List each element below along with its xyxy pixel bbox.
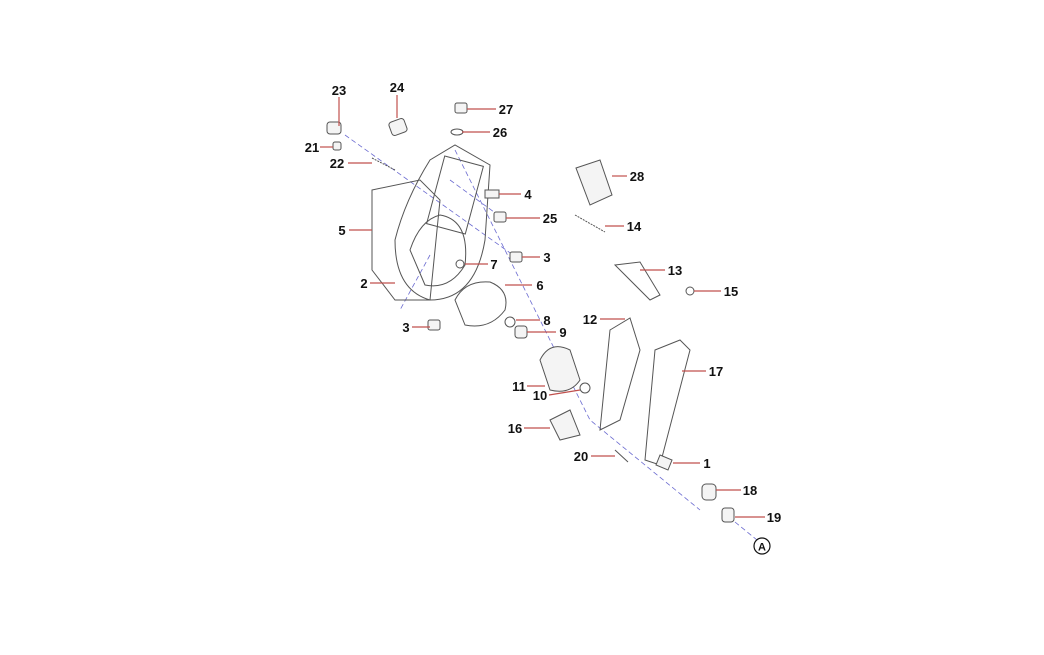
callout-26: 26 [493,125,507,140]
part-18 [701,483,717,501]
part-27 [454,102,468,114]
callout-labels: 23 24 27 26 21 22 28 4 25 14 5 3 7 13 2 … [305,80,781,525]
callout-21: 21 [305,140,319,155]
part-14 [574,214,606,233]
part-23 [326,121,342,135]
callout-28: 28 [630,169,644,184]
callout-19: 19 [767,510,781,525]
callout-11: 11 [512,379,526,394]
callout-24: 24 [390,80,405,95]
callout-23: 23 [332,83,346,98]
callout-7: 7 [490,257,497,272]
callout-16: 16 [508,421,522,436]
callout-12: 12 [583,312,597,327]
callout-14: 14 [627,219,642,234]
part-21 [332,141,342,151]
reference-marker-a: A [734,521,771,555]
part-3b [427,319,441,331]
part-1 [655,454,673,471]
part-4 [484,189,500,199]
part-24 [388,118,408,136]
part-10 [579,382,591,394]
callout-27: 27 [499,102,513,117]
part-11 [539,346,581,392]
part-25 [493,211,507,223]
part-16 [549,409,581,441]
parts-artwork [326,102,735,523]
part-20 [614,449,629,463]
callout-9: 9 [559,325,566,340]
part-3a [509,251,523,263]
callout-13: 13 [668,263,682,278]
callout-1: 1 [703,456,710,471]
part-15 [685,286,695,296]
assembly-axes [344,134,701,511]
callout-8: 8 [543,313,550,328]
callout-3: 3 [543,250,550,265]
part-17 [644,339,691,466]
callout-25: 25 [543,211,557,226]
part-28 [575,159,613,206]
callout-10: 10 [533,388,547,403]
part-12 [599,317,641,431]
callout-6: 6 [536,278,543,293]
callout-20: 20 [574,449,588,464]
part-6 [454,281,507,327]
housing [394,144,491,301]
callout-18: 18 [743,483,757,498]
callout-2: 2 [360,276,367,291]
callout-17: 17 [709,364,723,379]
part-26 [450,128,464,136]
part-13 [613,261,661,301]
part-19 [721,507,735,523]
part-7 [455,259,465,269]
cover-gasket [371,179,441,301]
leader-lines [320,95,765,518]
marker-a-label: A [758,542,766,554]
part-9 [514,325,528,339]
callout-22: 22 [330,156,344,171]
callout-4: 4 [524,187,532,202]
callout-5: 5 [338,223,345,238]
part-8 [504,316,516,328]
callout-3b: 3 [402,320,409,335]
part-22 [371,157,396,171]
callout-15: 15 [724,284,738,299]
